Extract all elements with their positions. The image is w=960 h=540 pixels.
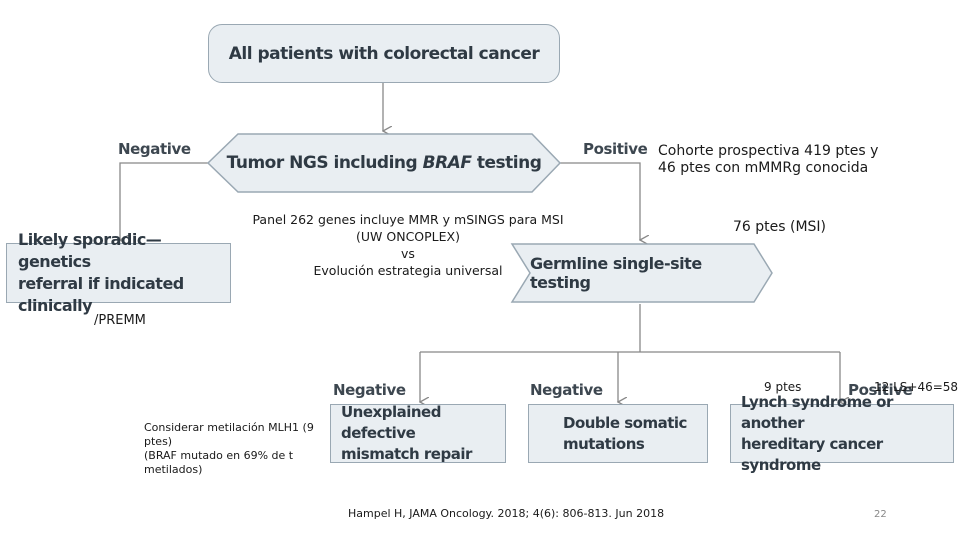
label-negative-unexplained: Negative [333, 381, 406, 399]
sporadic-line-1: Likely sporadic—genetics [18, 230, 162, 271]
label-negative-left: Negative [118, 140, 191, 158]
label-positive-lynch: Positive [848, 381, 913, 399]
msi-note: 76 ptes (MSI) [733, 219, 827, 235]
panel-note: Panel 262 genes incluye MMR y mSINGS par… [232, 211, 584, 279]
cohort-line-1: Cohorte prospectiva 419 ptes y [658, 143, 879, 159]
citation: Hampel H, JAMA Oncology. 2018; 4(6): 806… [348, 507, 665, 520]
ngs-label-prefix: Tumor NGS including [226, 153, 423, 173]
premm-note: /PREMM [94, 313, 146, 328]
unexplained-line-1: Unexplained defective [341, 403, 441, 442]
all-patients-box: All patients with colorectal cancer [208, 24, 560, 83]
ls-count-note: 12 LS+46=58 [874, 380, 959, 394]
label-positive-right: Positive [583, 140, 648, 158]
ngs-box-shape [206, 133, 562, 193]
arrow-positive-to-germline [560, 162, 640, 240]
nine-ptes-note: 9 ptes [764, 380, 802, 394]
mlh1-line-3: (BRAF mutado en 69% de t [144, 449, 294, 462]
panel-line-2: (UW ONCOPLEX) [356, 229, 460, 244]
panel-line-4: Evolución estrategia universal [313, 263, 503, 278]
panel-line-3: vs [401, 246, 415, 261]
panel-line-1: Panel 262 genes incluye MMR y mSINGS par… [252, 212, 564, 227]
label-negative-double: Negative [530, 381, 603, 399]
sporadic-line-2: referral if indicated clinically [18, 274, 184, 315]
ngs-label-braf: BRAF [422, 153, 472, 173]
germline-box: Germline single-site testing [530, 244, 756, 302]
all-patients-label: All patients with colorectal cancer [228, 43, 540, 64]
page-number: 22 [874, 509, 887, 520]
double-line-2: mutations [563, 434, 645, 453]
mlh1-line-2: ptes) [144, 435, 173, 448]
mlh1-line-1: Considerar metilación MLH1 (9 [144, 421, 314, 434]
unexplained-line-2: mismatch repair [341, 445, 472, 463]
mlh1-line-4: metilados) [144, 463, 203, 476]
germline-label: Germline single-site testing [530, 254, 702, 292]
arrow-negative-to-sporadic [120, 162, 208, 240]
double-line-1: Double somatic [563, 413, 687, 432]
double-somatic-box: Double somatic mutations [528, 404, 708, 463]
cohort-note: Cohorte prospectiva 419 ptes y 46 ptes c… [658, 143, 878, 177]
cohort-line-2: 46 ptes con mMMRg conocida [658, 160, 869, 176]
mlh1-note: Considerar metilación MLH1 (9 ptes) (BRA… [144, 421, 330, 477]
lynch-syndrome-box: Lynch syndrome or another hereditary can… [730, 393, 954, 474]
germline-box-shape [510, 243, 773, 303]
likely-sporadic-box: Likely sporadic—genetics referral if ind… [6, 230, 231, 315]
lynch-line-2: hereditary cancer syndrome [741, 434, 883, 474]
unexplained-box: Unexplained defective mismatch repair [330, 403, 506, 463]
ngs-label-suffix: testing [471, 153, 542, 173]
ngs-box: Tumor NGS including BRAF testing [208, 134, 560, 192]
lynch-line-1: Lynch syndrome or another [741, 392, 893, 432]
